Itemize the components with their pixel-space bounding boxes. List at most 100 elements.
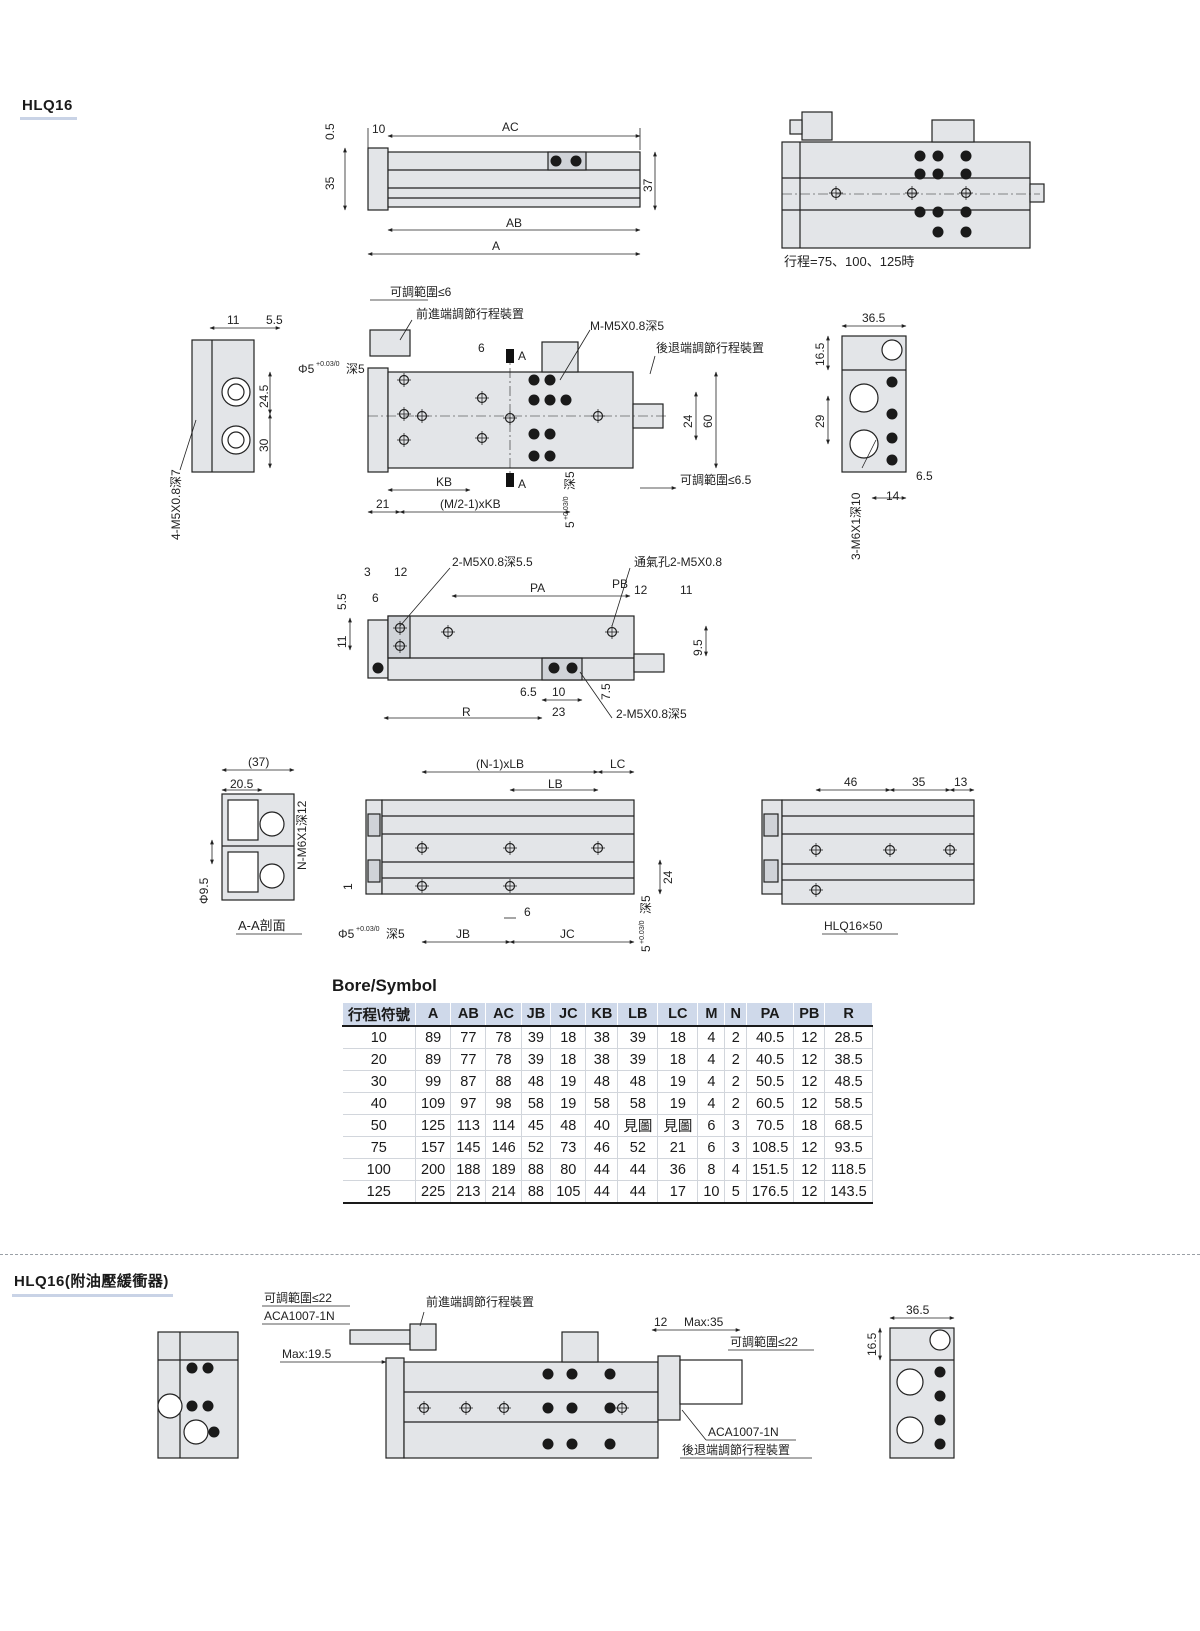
table-cell: 100 [342,1158,417,1181]
table-cell: 6 [697,1136,726,1159]
table-cell: 75 [342,1136,417,1159]
dimension-label: AB [506,216,522,230]
table-cell: 39 [521,1048,552,1071]
table-cell: 48 [521,1070,552,1093]
table-header-cell: AB [450,1002,487,1027]
table-cell: 114 [485,1114,522,1137]
view-caption: A-A剖面 [238,918,286,933]
dimension-label: 0.5 [323,123,337,140]
view-main-plan [367,299,718,514]
table-header-cell: PB [793,1002,826,1027]
dimension-label: 2-M5X0.8深5.5 [452,555,533,569]
table-cell: 50 [342,1114,417,1137]
hole [542,1368,554,1380]
hole [186,1362,198,1374]
table-cell: 125 [342,1180,417,1204]
view-caption: HLQ16×50 [824,919,883,933]
dimension-label: 可調範圍≤6.5 [680,472,752,487]
dimension-label: 16.5 [865,1332,879,1356]
table-cell: 12 [793,1070,826,1093]
table-header-cell: N [724,1002,747,1027]
table-cell: 214 [485,1180,522,1204]
table-caption: Bore/Symbol [332,976,437,995]
table-cell: 88 [485,1070,522,1093]
dimension-label: 6 [372,591,379,605]
table-header-cell: JC [550,1002,587,1027]
table-cell: 19 [550,1092,587,1115]
table-cell: 52 [617,1136,659,1159]
table-cell: 60.5 [746,1092,795,1115]
hole [960,226,972,238]
depth-tolerance: +0.03/0 [639,920,646,944]
dimension-label: Max:35 [684,1315,724,1329]
dimension-label: 30 [257,438,271,452]
table-header-cell: LC [657,1002,699,1027]
table-cell: 50.5 [746,1070,795,1093]
hole [886,432,898,444]
dimension-label: R [462,705,471,719]
dimension-label: 13 [954,775,968,789]
diameter-callout: Φ5 +0.03/0 深5 [338,926,405,941]
depth-value: 5 [639,945,653,952]
table-cell: 88 [521,1158,552,1181]
dimension-label: 24.5 [257,384,271,408]
table-header-cell: JB [520,1002,552,1027]
dimension-label: (M/2-1)xKB [440,497,501,511]
table-cell: 77 [450,1026,487,1049]
table-cell: 200 [415,1158,452,1181]
hole [604,1438,616,1450]
table-cell: 78 [485,1026,522,1049]
dimension-label: 6 [524,905,531,919]
hole [886,454,898,466]
dimension-label: 35 [323,176,337,190]
hole [202,1400,214,1412]
table-cell: 188 [450,1158,487,1181]
table-cell: 5 [724,1180,747,1204]
dimension-label: 5.5 [335,593,349,610]
hole [544,394,556,406]
hole [886,408,898,420]
dimension-label: 37 [641,178,655,192]
dimension-label: ACA1007-1N [264,1309,335,1323]
table-cell: 48 [550,1114,587,1137]
table-cell: 18 [657,1048,699,1071]
diameter-depth: 深5 [386,927,405,941]
dimension-label: 36.5 [906,1303,930,1317]
dimension-label: 11 [227,313,240,327]
view-side-lower [365,770,662,944]
dimension-label: 29 [813,414,827,428]
hole [914,150,926,162]
hole [548,662,560,674]
diameter-tolerance: +0.03/0 [316,361,340,368]
hole [542,1438,554,1450]
dimension-label: 3 [364,565,371,579]
table-cell: 44 [617,1180,659,1204]
view-shock-left-end [157,1331,239,1459]
dimension-label: 7.5 [599,683,613,700]
view-shock-main [262,1305,814,1459]
section-title-shock-absorber: HLQ16(附油壓緩衝器) [12,1268,173,1297]
table-header-cell: KB [585,1002,619,1027]
hole [528,374,540,386]
hole [528,450,540,462]
dimension-label: PB [612,577,628,591]
table-cell: 4 [697,1026,726,1049]
table-cell: 20 [342,1048,417,1071]
dimension-label: 後退端調節行程裝置 [656,340,764,355]
table-cell: 145 [450,1136,487,1159]
table-cell: 19 [657,1070,699,1093]
table-cell: 87 [450,1070,487,1093]
table-cell: 39 [617,1048,659,1071]
table-cell: 12 [793,1048,826,1071]
table-cell: 98 [485,1092,522,1115]
dimension-label: 21 [376,497,390,511]
dimension-label: A [518,477,526,491]
table-cell: 38 [585,1026,619,1049]
depth-callout: 5 +0.03/0 深5 [563,471,577,528]
hole [528,394,540,406]
table-cell: 19 [550,1070,587,1093]
